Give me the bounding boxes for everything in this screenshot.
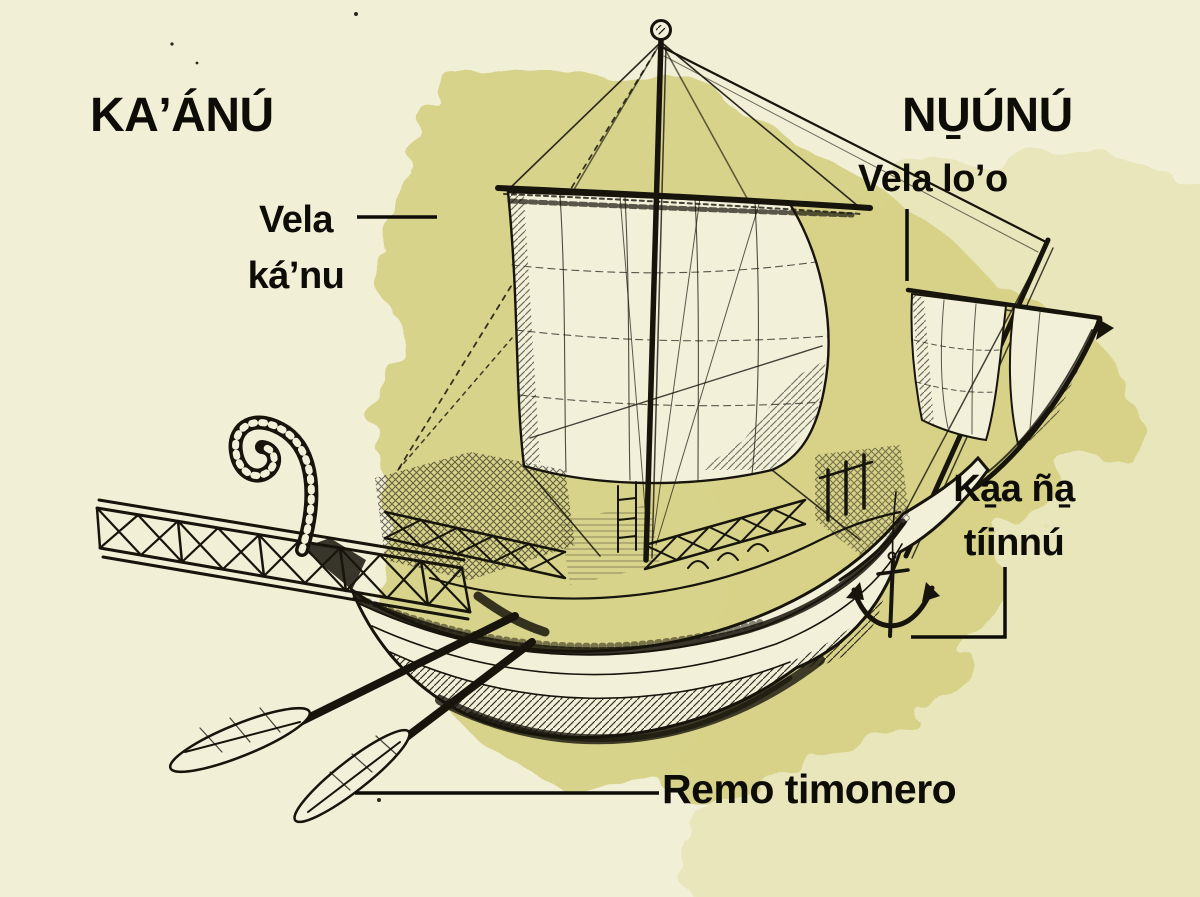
deck-railing-bow [643, 498, 807, 571]
steering-oars [168, 612, 536, 824]
forestay-rope [662, 46, 1048, 244]
anchor [846, 491, 940, 638]
label-kaa-na-tiinnu-line2: tíinnú [963, 522, 1065, 564]
prow-beak [1096, 320, 1114, 340]
label-remo-timonero: Remo timonero [662, 766, 957, 812]
label-kaa-na-tiinnu-line1: Ka̱a ña̱ [953, 468, 1075, 510]
main-yard [495, 185, 873, 215]
deck-detail-clusters [375, 445, 910, 637]
artemon-yard [905, 287, 1103, 321]
swan-neck-ornament [228, 415, 319, 557]
label-vela-kanu: Vela káʼnu [240, 192, 352, 304]
stern-stay-rope [397, 337, 513, 471]
stern-outrigger-truss [95, 498, 472, 621]
fore-sail [903, 237, 1114, 559]
label-nuunu: NU̱ÚNÚ [902, 89, 1073, 142]
label-kaanu: KAʼÁNÚ [90, 89, 274, 142]
kaa-na-tiinnu-pointer-line [911, 567, 1007, 639]
hull [302, 455, 990, 745]
label-vela-loo: Vela loʼo [858, 158, 1008, 200]
forestay-rope-2 [663, 55, 1039, 253]
paper-specks [170, 12, 381, 802]
mast-stays [507, 41, 859, 207]
label-kaa-na-tiinnu: Ka̱a ña̱ tíinnú [934, 462, 1094, 570]
main-mast [643, 19, 672, 563]
label-vela-kanu-line1: Vela [258, 199, 334, 241]
label-vela-kanu-line2: káʼnu [247, 255, 345, 297]
halyard-ropes [619, 195, 761, 546]
